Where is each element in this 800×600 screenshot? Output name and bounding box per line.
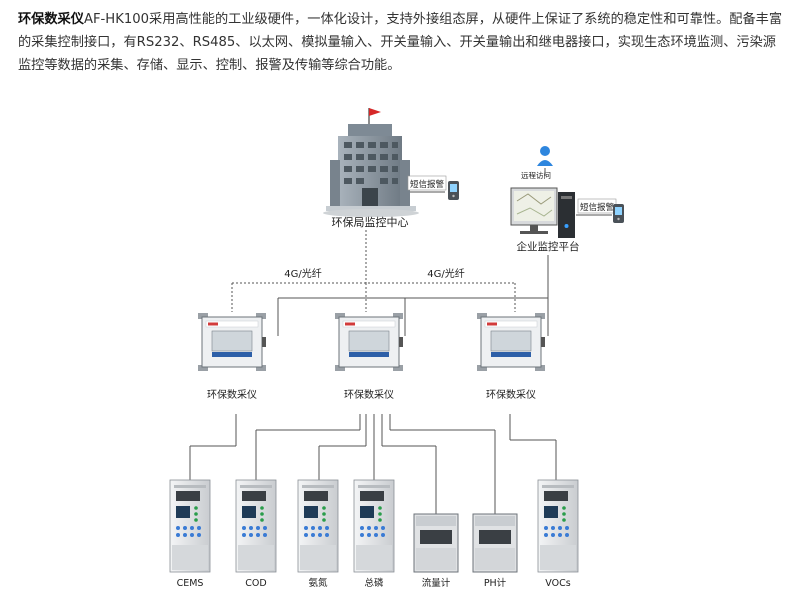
device-label: 流量计	[422, 577, 451, 589]
phone-icon-2	[613, 204, 624, 223]
device-unit	[472, 513, 518, 573]
sms-label-1: 短信报警	[410, 179, 445, 190]
device-unit	[353, 479, 395, 573]
enterprise-label: 企业监控平台	[517, 240, 580, 253]
link-label-right: 4G/光纤	[427, 267, 464, 280]
phone-icon	[448, 181, 459, 200]
collector-unit	[477, 313, 545, 371]
intro-text: AF-HK100采用高性能的工业级硬件，一体化设计，支持外接组态屏，从硬件上保证…	[18, 12, 783, 73]
link-label-left: 4G/光纤	[284, 267, 321, 280]
bureau-label: 环保局监控中心	[332, 215, 409, 229]
intro-lead: 环保数采仪	[18, 12, 84, 27]
device-unit	[413, 513, 459, 573]
device-unit	[537, 479, 579, 573]
enterprise-links	[277, 255, 549, 336]
device-unit	[297, 479, 339, 573]
device-label: 总磷	[364, 577, 384, 589]
device-label: VOCs	[545, 578, 570, 589]
collector-label: 环保数采仪	[344, 388, 394, 401]
collector-unit	[198, 313, 266, 371]
collector-label: 环保数采仪	[486, 388, 536, 401]
remote-access-label: 远程访问	[521, 170, 551, 180]
device-label: COD	[245, 578, 266, 589]
connection-lines	[189, 191, 612, 514]
sms-label-2: 短信报警	[580, 202, 615, 213]
collectors-group: 环保数采仪 环保数采仪 环保数采仪	[198, 313, 545, 401]
computer-icon	[510, 187, 575, 238]
user-icon	[537, 146, 553, 166]
bureau-building-icon	[323, 108, 419, 217]
collector-unit	[335, 313, 403, 371]
devices-group: CEMS COD 氨氮 总磷 流量计 PH计 VOCs	[169, 479, 579, 589]
device-unit	[235, 479, 277, 573]
device-label: PH计	[484, 577, 507, 589]
wireless-links	[231, 230, 516, 312]
device-label: 氨氮	[308, 577, 328, 589]
intro-paragraph: 环保数采仪AF-HK100采用高性能的工业级硬件，一体化设计，支持外接组态屏，从…	[18, 8, 788, 77]
sms-box-1	[407, 175, 447, 191]
device-unit	[169, 479, 211, 573]
collector-label: 环保数采仪	[207, 388, 257, 401]
device-label: CEMS	[177, 578, 204, 589]
